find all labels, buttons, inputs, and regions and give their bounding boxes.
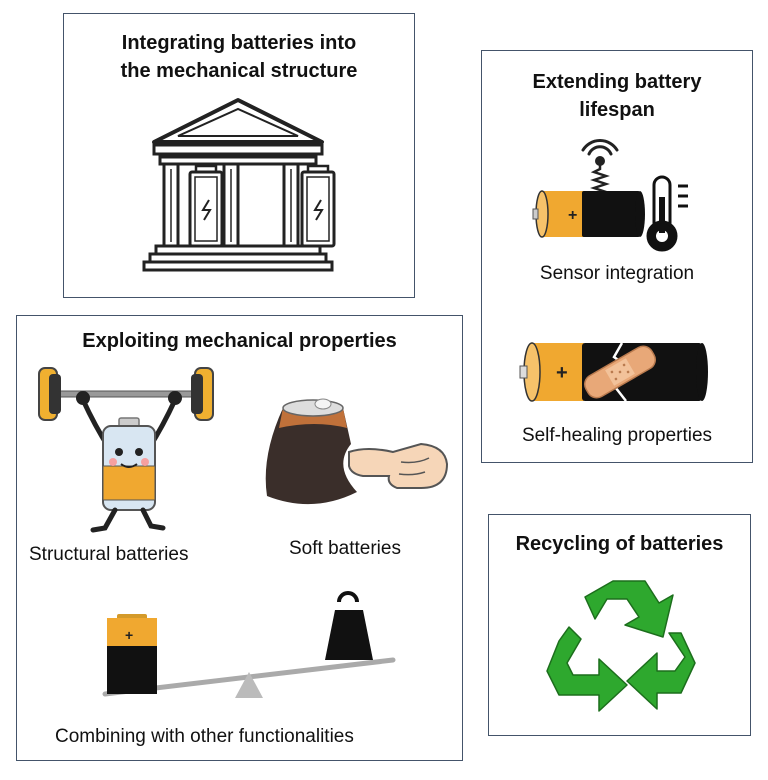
integrating-panel: Integrating batteries into the mechanica… xyxy=(63,13,415,298)
wireless-signal-icon xyxy=(581,139,619,166)
lifespan-title-line2: lifespan xyxy=(579,99,655,121)
pointing-finger-icon xyxy=(348,442,449,489)
column-battery-right xyxy=(300,164,336,248)
weightlifting-battery-icon xyxy=(38,367,214,533)
combining-caption: Combining with other functionalities xyxy=(55,726,354,747)
lifespan-panel: Extending battery lifespan + xyxy=(481,50,753,463)
thermometer-icon xyxy=(646,175,688,252)
bandage-icon xyxy=(584,345,656,399)
svg-text:+: + xyxy=(556,362,568,384)
mechanical-panel: Exploiting mechanical properties xyxy=(16,315,463,761)
self-healing-caption: Self-healing properties xyxy=(521,425,713,446)
recycle-icon xyxy=(546,580,696,712)
temple-with-batteries-icon xyxy=(142,98,336,272)
sensor-battery-icon: + xyxy=(532,190,645,238)
integrating-title-line1: Integrating batteries into xyxy=(121,32,357,54)
seesaw-battery-icon: + xyxy=(107,614,157,694)
recycling-title: Recycling of batteries xyxy=(515,533,724,555)
self-healing-battery-icon: + xyxy=(519,342,708,402)
soft-batteries-caption: Soft batteries xyxy=(289,538,401,559)
mechanical-title: Exploiting mechanical properties xyxy=(82,330,397,352)
svg-text:+: + xyxy=(125,627,133,643)
structural-batteries-caption: Structural batteries xyxy=(29,544,189,565)
sensor-integration-caption: Sensor integration xyxy=(539,263,695,284)
lifespan-title-line1: Extending battery xyxy=(532,71,702,93)
sensor-battery-illustration: + + xyxy=(519,139,708,402)
mechanical-illustrations: + xyxy=(38,367,449,698)
integrating-title-line2: the mechanical structure xyxy=(120,60,358,82)
column-battery-left xyxy=(188,164,224,248)
weight-icon xyxy=(325,591,373,660)
svg-text:+: + xyxy=(568,207,577,224)
recycling-panel: Recycling of batteries xyxy=(488,514,751,736)
soft-battery-icon xyxy=(265,398,357,505)
